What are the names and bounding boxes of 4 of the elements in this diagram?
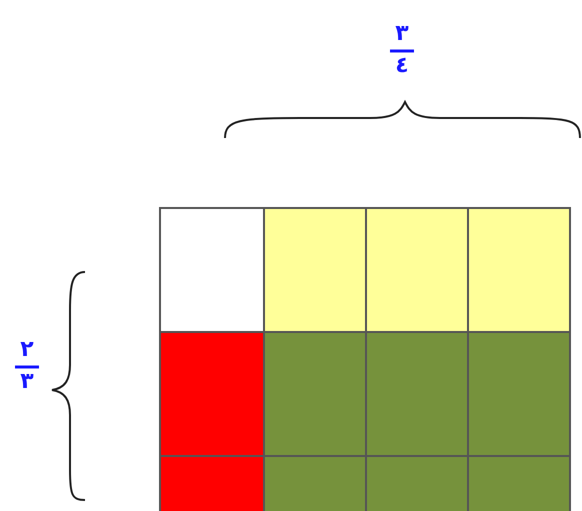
fraction-digit: ٢ xyxy=(19,338,35,362)
fraction-digit: ٣ xyxy=(19,370,35,394)
fraction-digit: ٣ xyxy=(394,22,410,46)
fraction-digit: ٤ xyxy=(394,54,410,78)
